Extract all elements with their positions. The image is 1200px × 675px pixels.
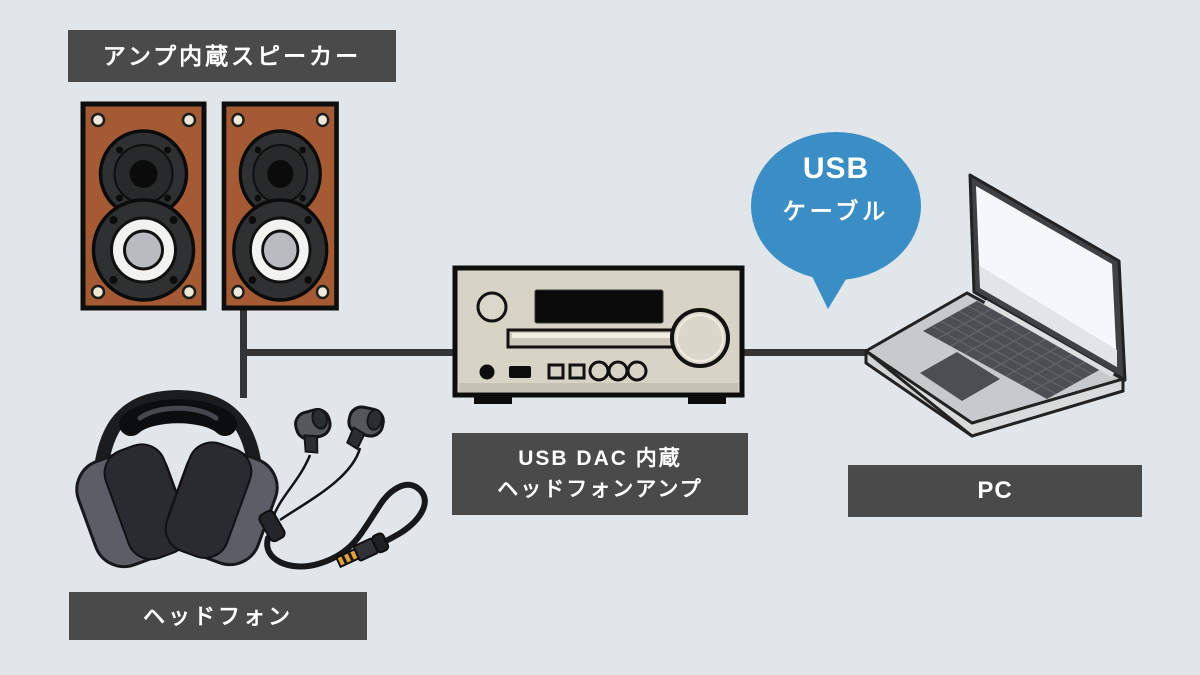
dac-amp-label-line1: USB DAC 内蔵: [518, 446, 682, 470]
amp-display: [534, 289, 664, 324]
laptop-illustration: [864, 173, 1127, 438]
bubble-line1: USB: [802, 152, 870, 185]
headphones-illustration: [75, 389, 279, 569]
headphone-right-earcup: [164, 441, 279, 567]
cable-amp-to-pc: [740, 349, 868, 356]
laptop-screen: [976, 186, 1117, 367]
amp-usb-port: [509, 366, 531, 378]
amp-headphone-jack: [479, 364, 495, 380]
dac-amp-label: USB DAC 内蔵 ヘッドフォンアンプ: [452, 433, 748, 515]
speaker-right-illustration: [224, 104, 337, 308]
earbuds-illustration: [258, 405, 428, 570]
amp-power-button: [476, 291, 508, 323]
speaker-left-illustration: [83, 104, 204, 308]
usb-cable-speech-bubble: [751, 132, 921, 309]
laptop-keyboard: [923, 301, 1101, 399]
amp-volume-knob: [670, 308, 730, 368]
headphones-label-text: ヘッドフォン: [142, 603, 293, 629]
earbud-cable: [264, 481, 428, 570]
laptop-trackpad: [920, 352, 1000, 401]
usb-cable-bubble-text: USB ケーブル: [751, 152, 921, 226]
amp-disc-slot: [506, 328, 676, 349]
earbud-right: [346, 405, 385, 451]
dac-amp-label-line2: ヘッドフォンアンプ: [497, 478, 703, 501]
bubble-line2: ケーブル: [782, 198, 890, 224]
headphones-label: ヘッドフォン: [69, 592, 367, 640]
cable-speaker-to-amp: [240, 306, 455, 398]
earbud-splitter: [258, 509, 286, 543]
pc-label-text: PC: [977, 477, 1013, 504]
amp-illustration: [452, 265, 745, 404]
speakers-label-text: アンプ内蔵スピーカー: [102, 42, 362, 69]
earbud-left: [294, 407, 332, 454]
speakers-label: アンプ内蔵スピーカー: [68, 30, 396, 82]
earbud-plug: [335, 532, 390, 569]
pc-label: PC: [848, 465, 1142, 517]
